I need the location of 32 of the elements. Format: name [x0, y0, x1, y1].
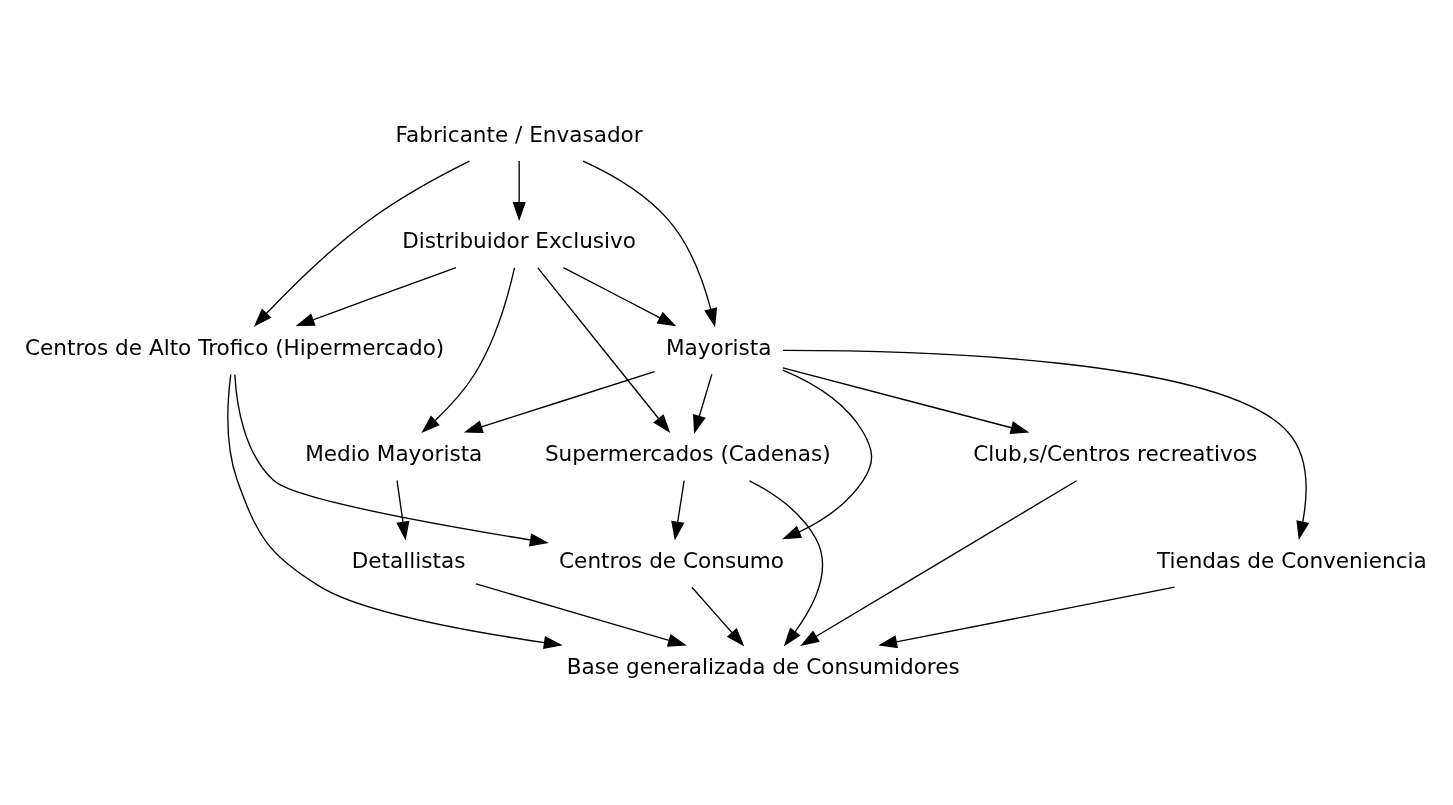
node-text: Centros de Consumo	[559, 547, 785, 573]
arrow	[512, 159, 526, 221]
arrow	[421, 266, 516, 433]
arrow	[782, 368, 873, 539]
arrow	[562, 266, 677, 326]
arrow	[253, 159, 471, 327]
arrow	[693, 372, 713, 434]
arrow	[800, 479, 1078, 646]
arrow	[878, 586, 1176, 648]
node-text: Medio Mayorista	[305, 440, 483, 466]
node-text: Distribuidor Exclusivo	[402, 227, 637, 253]
arrow	[671, 479, 685, 540]
arrow	[234, 373, 549, 546]
arrow	[782, 349, 1310, 540]
node-text: Detallistas	[351, 547, 466, 573]
arrow	[475, 582, 687, 647]
arrow	[782, 366, 1030, 434]
arrow	[227, 373, 563, 649]
arrow	[396, 479, 410, 540]
node-text: Tiendas de Conveniencia	[1156, 547, 1427, 573]
arrow	[748, 479, 823, 646]
node-text: Centros de Alto Trofico (Hipermercado)	[24, 334, 445, 360]
arrow	[463, 370, 656, 433]
node-text: Club,s/Centros recreativos	[973, 440, 1258, 466]
node-text: Base generalizada de Consumidores	[566, 653, 960, 679]
node-text: Fabricante / Envasador	[395, 121, 643, 147]
node-text: Supermercados (Cadenas)	[544, 440, 831, 466]
arrow	[537, 266, 671, 433]
arrow	[295, 266, 457, 326]
arrow	[691, 586, 745, 647]
arrow	[582, 159, 718, 327]
node-text: Mayorista	[665, 334, 772, 360]
